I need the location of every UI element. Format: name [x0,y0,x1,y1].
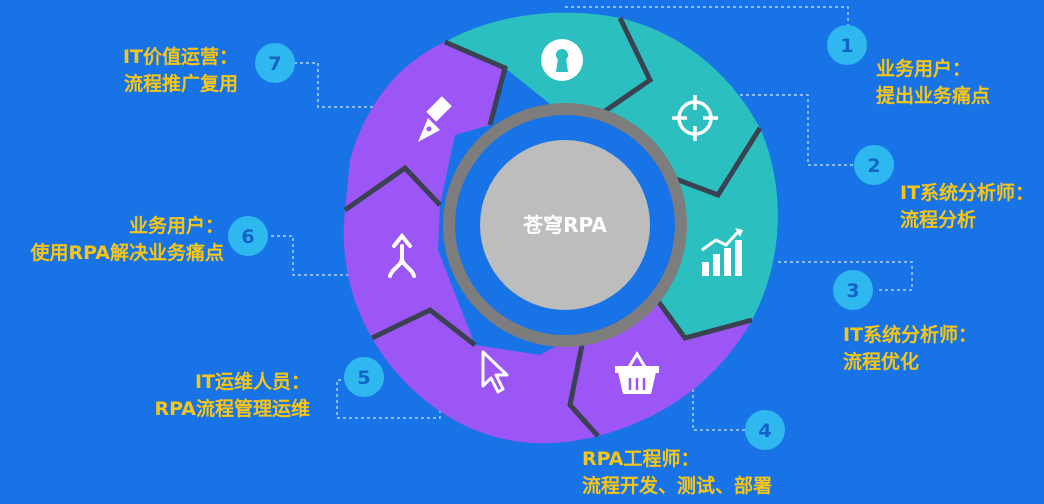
connector-1 [565,6,849,25]
step-6-role: 业务用户： [128,215,224,237]
growth-chart-icon [701,228,743,276]
step-7-task: 流程推广复用 [123,73,238,95]
step-2-task: 流程分析 [900,209,977,231]
connector-4 [692,383,745,431]
step-1-role: 业务用户： [876,58,972,80]
badge-7-number: 7 [268,53,281,75]
step-3-label: IT系统分析师： 流程优化 [843,322,977,376]
segment-5-ring [372,310,598,444]
step-6-task: 使用RPA解决业务痛点 [30,242,224,264]
target-icon [672,95,718,141]
step-5-label: IT运维人员： RPA流程管理运维 [154,369,310,423]
segment-3-ring [650,128,778,338]
pen-nib-icon [418,96,452,142]
connector-7 [294,62,445,108]
badge-2: 2 [854,145,894,185]
badge-4-number: 4 [758,420,771,442]
step-1-label: 业务用户： 提出业务痛点 [876,56,990,110]
step-badges: 1 2 3 4 5 6 7 [228,25,894,450]
badge-5: 5 [344,357,384,397]
badge-3-number: 3 [846,280,859,302]
step-1-task: 提出业务痛点 [876,85,991,107]
badge-5-number: 5 [357,367,370,389]
basket-icon [615,351,659,394]
connector-lines [268,6,913,431]
badge-6-number: 6 [241,226,254,248]
badge-1-number: 1 [840,35,853,57]
step-2-label: IT系统分析师： 流程分析 [900,180,1034,234]
badge-1: 1 [827,25,867,65]
step-4-task: 流程开发、测试、部署 [582,475,773,497]
step-5-role: IT运维人员： [194,371,310,393]
connector-5 [336,379,441,419]
cursor-icon [481,350,509,394]
step-3-role: IT系统分析师： [843,324,978,346]
step-2-role: IT系统分析师： [900,182,1035,204]
badge-6: 6 [228,216,268,256]
center-label: 苍穹RPA [522,213,607,237]
segment-6-ring [343,168,475,345]
step-4-role: RPA工程师： [582,448,700,470]
step-6-label: 业务用户： 使用RPA解决业务痛点 [30,213,224,267]
badge-3: 3 [833,270,873,310]
segment-2-ring [595,18,760,195]
center-circle [480,140,650,310]
merge-arrows-icon [388,232,416,278]
segment-icons [388,39,743,394]
step-3-task: 流程优化 [843,351,920,373]
badge-4: 4 [745,410,785,450]
connector-2 [728,94,855,166]
step-5-task: RPA流程管理运维 [154,398,310,420]
segment-separators [343,16,763,438]
connector-6 [268,235,355,276]
step-7-label: IT价值运营： 流程推广复用 [123,44,238,98]
connector-3 [778,261,913,291]
badge-2-number: 2 [867,155,880,177]
outer-ring [343,12,778,444]
badge-7: 7 [255,43,295,83]
keyhole-icon [541,39,583,81]
step-4-label: RPA工程师： 流程开发、测试、部署 [582,446,772,500]
step-7-role: IT价值运营： [122,46,238,68]
